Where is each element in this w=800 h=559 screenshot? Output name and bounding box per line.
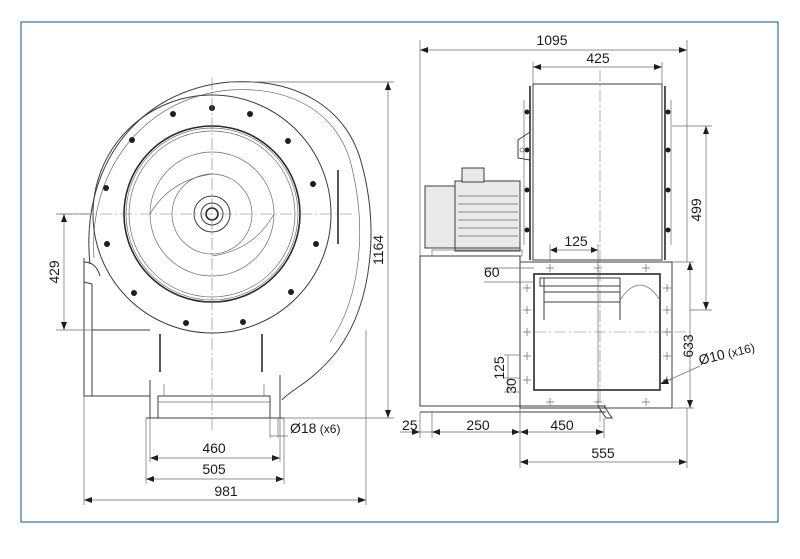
flange-holes (523, 264, 671, 406)
dim-base-left: 25 (402, 417, 418, 433)
hole-callout-front: Ø18 (x6) (290, 420, 340, 436)
dim-flange-width: 125 (564, 233, 588, 249)
hole-callout-side: Ø10 (x16) (697, 339, 756, 368)
dim-height: 1164 (370, 235, 386, 265)
dim-motor-height: 499 (688, 198, 704, 222)
dim-base-total: 555 (591, 445, 615, 461)
dim-base-outer: 505 (202, 461, 226, 477)
dim-flange-edge: 60 (484, 264, 500, 280)
dim-offset: 429 (46, 260, 62, 284)
front-view: 1164 429 460 505 981 Ø18 (x6) (46, 78, 394, 505)
dim-outlet-height: 633 (680, 334, 696, 358)
dim-base-inner: 460 (202, 440, 226, 456)
dim-side-overall: 1095 (536, 32, 567, 48)
dim-edge-2: 30 (503, 378, 519, 394)
outlet-flange (519, 261, 673, 409)
dim-housing-width: 425 (586, 50, 610, 66)
fan-housing (532, 83, 663, 261)
motor-body (454, 180, 521, 252)
dim-base-1: 250 (466, 417, 490, 433)
drawing-frame (20, 21, 779, 523)
volute-housing (88, 81, 372, 401)
terminal-box (461, 167, 485, 183)
side-view: 1095 425 499 125 60 633 (400, 32, 756, 468)
flange-bolt-holes (103, 105, 319, 326)
dim-overall-width: 981 (214, 483, 238, 499)
dim-edge-1: 125 (491, 356, 507, 380)
dim-base-2: 450 (550, 417, 574, 433)
